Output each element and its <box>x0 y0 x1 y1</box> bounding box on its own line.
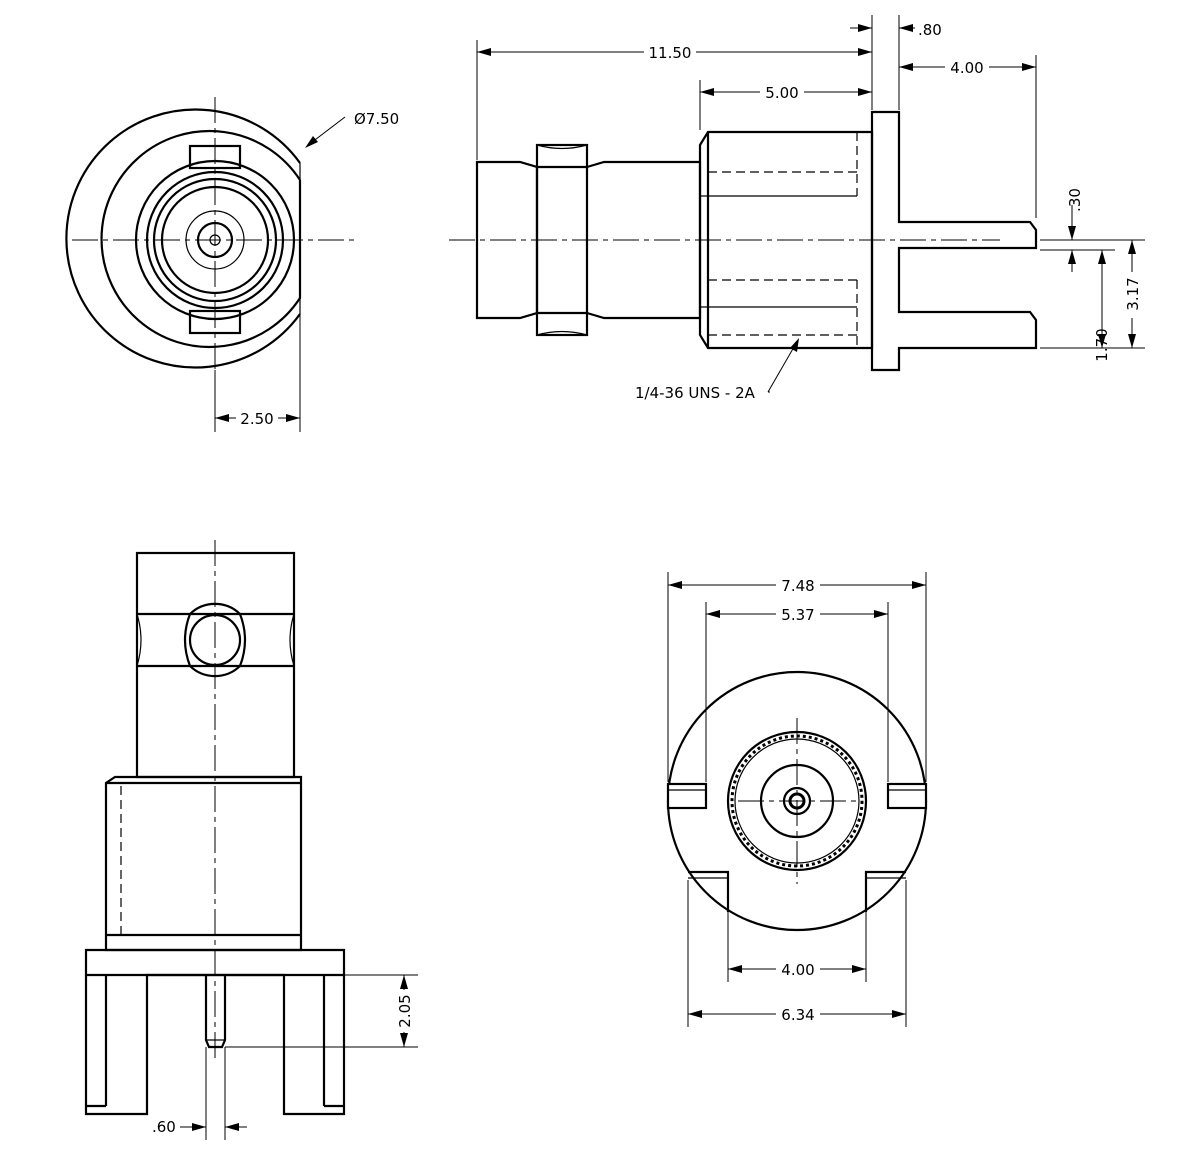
flange-thickness-label: .80 <box>918 21 942 39</box>
overall-length-label: 11.50 <box>649 44 692 62</box>
bottom-slot-right <box>886 782 928 810</box>
slot-spacing-label: 5.37 <box>781 606 814 624</box>
leg-outer-label: 6.34 <box>781 1006 814 1024</box>
offset-arrow-right <box>286 414 300 422</box>
pin-spacing-label: 3.17 <box>1124 277 1142 310</box>
pin-gap-label: 1.70 <box>1093 328 1111 361</box>
pin-offset-label: .30 <box>1066 188 1084 212</box>
pin-height-label: 2.05 <box>396 994 414 1027</box>
offset-label: 2.50 <box>240 410 273 428</box>
pin-length-label: 4.00 <box>950 59 983 77</box>
top-body <box>104 775 303 952</box>
bottom-leg-left <box>688 870 730 912</box>
front-second-circle <box>100 129 302 349</box>
body-diameter-label: 7.48 <box>781 577 814 595</box>
diameter-arrow <box>305 136 318 148</box>
thread-length-label: 5.00 <box>765 84 798 102</box>
diameter-label: Ø7.50 <box>354 110 399 128</box>
offset-arrow-left <box>215 414 229 422</box>
side-view: 11.50 5.00 .80 4.00 .30 1.70 <box>449 15 1145 402</box>
thread-spec-label: 1/4-36 UNS - 2A <box>635 384 756 402</box>
top-nut-pocket <box>183 602 247 678</box>
bottom-leg-right <box>864 870 906 912</box>
front-view: Ø7.50 2.50 <box>65 97 399 432</box>
top-view: 2.05 .60 <box>84 540 418 1140</box>
leg-inner-label: 4.00 <box>781 961 814 979</box>
side-flange-pins <box>870 110 1038 372</box>
bottom-view: 7.48 5.37 4.00 6.34 <box>666 572 928 1027</box>
bottom-knurl-teeth <box>730 734 864 868</box>
bottom-slot-left <box>666 782 708 810</box>
pin-width-label: .60 <box>152 1118 176 1136</box>
